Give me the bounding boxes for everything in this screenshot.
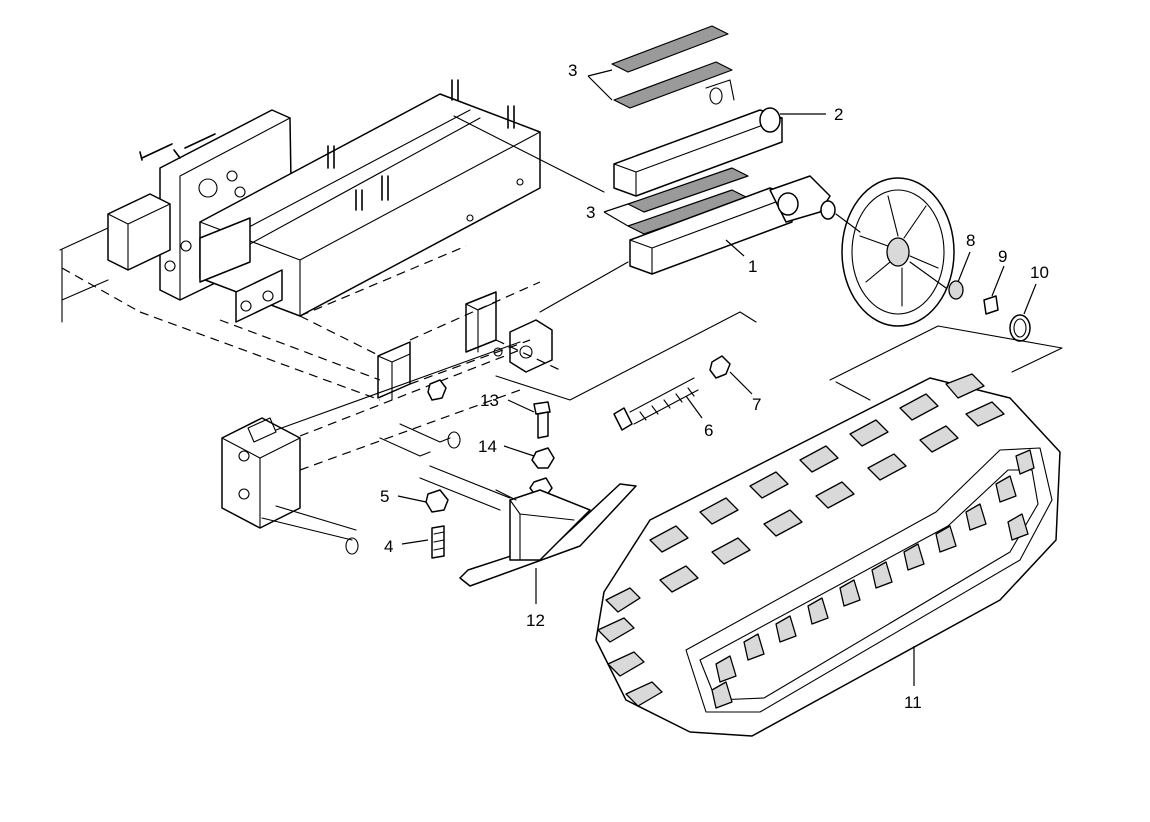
callout-3b: 3 bbox=[586, 203, 595, 222]
lower-hardware bbox=[425, 379, 555, 559]
rubber-track bbox=[595, 373, 1061, 737]
callout-7: 7 bbox=[752, 395, 761, 414]
tension-bolt bbox=[613, 355, 731, 431]
explode-lines bbox=[453, 115, 1063, 401]
callout-1: 1 bbox=[748, 257, 757, 276]
callout-2: 2 bbox=[834, 105, 843, 124]
callout-4: 4 bbox=[384, 537, 393, 556]
callout-6: 6 bbox=[704, 421, 713, 440]
callout-3a: 3 bbox=[568, 61, 577, 80]
callout-13: 13 bbox=[480, 391, 499, 410]
callout-14: 14 bbox=[478, 437, 497, 456]
callout-10: 10 bbox=[1030, 263, 1049, 282]
callout-8: 8 bbox=[966, 231, 975, 250]
callout-11: 11 bbox=[904, 693, 922, 712]
idler-wheel bbox=[841, 177, 955, 327]
callout-9: 9 bbox=[998, 247, 1007, 266]
axle-hardware bbox=[948, 280, 1031, 342]
main-frame-assembly bbox=[59, 79, 561, 555]
skid-runner bbox=[459, 483, 637, 587]
callout-leaders bbox=[397, 69, 1037, 686]
callout-12: 12 bbox=[526, 611, 545, 630]
callout-5: 5 bbox=[380, 487, 389, 506]
upper-slide-rail bbox=[613, 79, 783, 197]
wear-strip-set bbox=[611, 25, 749, 235]
lower-slide-rail bbox=[629, 175, 836, 275]
callout-labels: 1 2 3 3 4 5 6 7 8 9 10 11 12 13 14 bbox=[380, 61, 1049, 712]
